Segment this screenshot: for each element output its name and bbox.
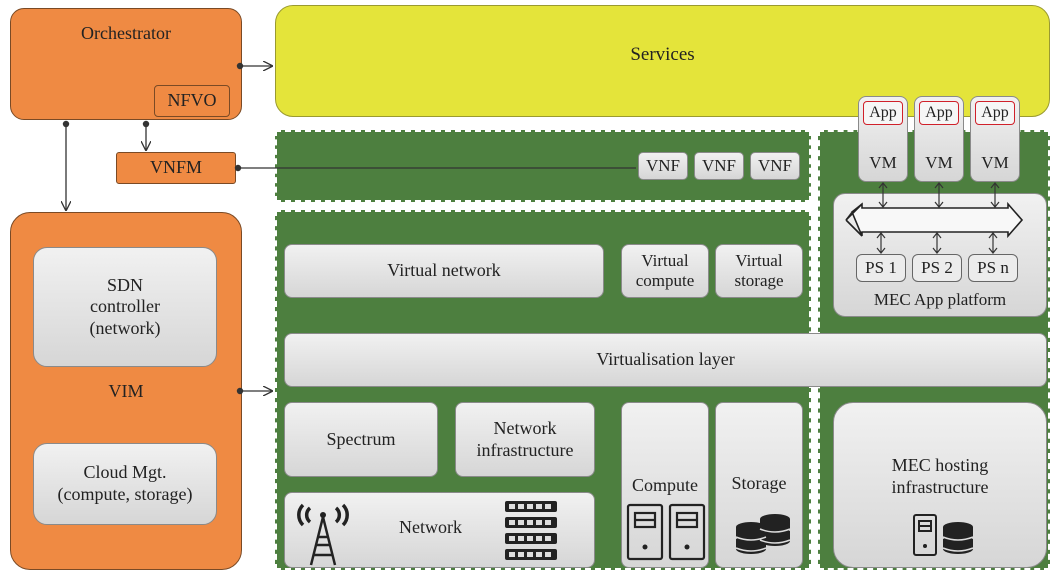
network-label: Network bbox=[399, 517, 462, 537]
virtual-compute-box: Virtual compute bbox=[621, 244, 709, 298]
network-infrastructure-box: Network infrastructure bbox=[455, 402, 595, 477]
vnf-box-3: VNF bbox=[750, 152, 800, 180]
app-box-3: App bbox=[975, 101, 1015, 125]
compute-label: Compute bbox=[632, 475, 698, 495]
mec-hosting-label: MEC hosting infrastructure bbox=[891, 455, 989, 497]
ps-box-1: PS 1 bbox=[856, 254, 906, 282]
server-rack-icon bbox=[505, 501, 557, 560]
mec-hosting-box: MEC hosting infrastructure bbox=[833, 402, 1047, 568]
vnf-box-2: VNF bbox=[694, 152, 744, 180]
ps-box-2: PS 2 bbox=[912, 254, 962, 282]
storage-box: Storage bbox=[715, 402, 803, 568]
ps-box-3: PS n bbox=[968, 254, 1018, 282]
vm-label-2: VM bbox=[925, 153, 953, 172]
vm-box-3: App VM bbox=[970, 96, 1020, 182]
compute-box: Compute bbox=[621, 402, 709, 568]
vnfm-box: VNFM bbox=[116, 152, 236, 184]
vm-box-1: App VM bbox=[858, 96, 908, 182]
orchestrator-title: Orchestrator bbox=[81, 23, 171, 43]
vm-label-1: VM bbox=[869, 153, 897, 172]
antenna-tower-icon bbox=[297, 503, 349, 566]
virtual-storage-box: Virtual storage bbox=[715, 244, 803, 298]
nfvo-box: NFVO bbox=[154, 85, 230, 117]
database-icon bbox=[735, 514, 791, 554]
services-label: Services bbox=[630, 44, 695, 65]
mec-app-platform-label: MEC App platform bbox=[873, 290, 1007, 309]
services-box: Services bbox=[275, 5, 1050, 117]
vim-box: SDN controller (network) VIM Cloud Mgt. … bbox=[10, 212, 242, 570]
vm-box-2: App VM bbox=[914, 96, 964, 182]
vnf-box-1: VNF bbox=[638, 152, 688, 180]
sdn-controller-box: SDN controller (network) bbox=[33, 247, 217, 367]
orchestrator-box: Orchestrator NFVO bbox=[10, 8, 242, 120]
storage-label: Storage bbox=[731, 473, 787, 493]
virtual-network-box: Virtual network bbox=[284, 244, 604, 298]
cloud-mgt-box: Cloud Mgt. (compute, storage) bbox=[33, 443, 217, 525]
compute-servers-icon bbox=[626, 503, 706, 561]
vim-label: VIM bbox=[108, 381, 144, 401]
virtualisation-layer-box: Virtualisation layer bbox=[284, 333, 1047, 387]
spectrum-box: Spectrum bbox=[284, 402, 438, 477]
app-box-2: App bbox=[919, 101, 959, 125]
network-box: Network bbox=[284, 492, 595, 568]
app-box-1: App bbox=[863, 101, 903, 125]
vm-label-3: VM bbox=[981, 153, 1009, 172]
mec-server-database-icon bbox=[913, 514, 974, 556]
